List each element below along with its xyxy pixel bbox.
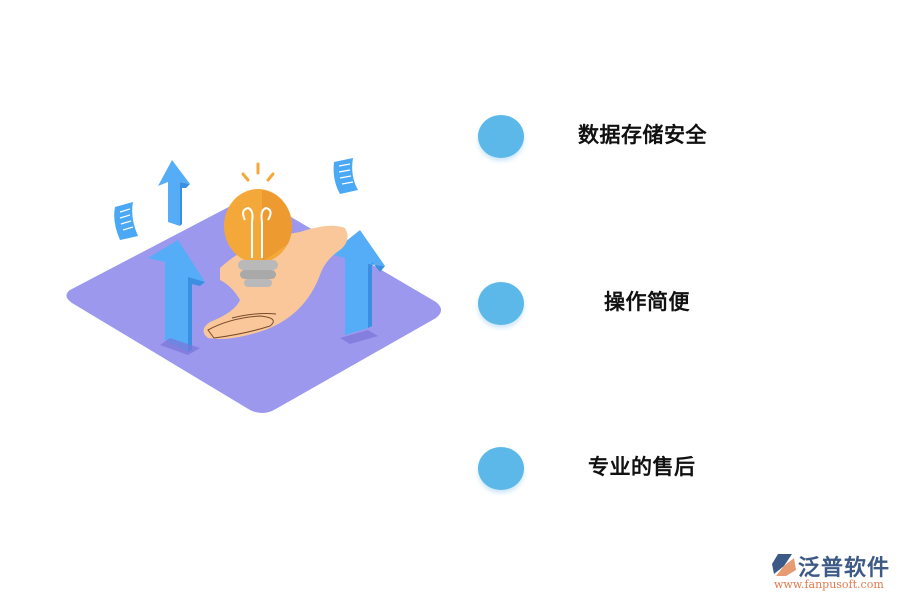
logo-url: www.fanpusoft.com (774, 578, 884, 591)
light-bulb-icon (224, 162, 292, 287)
feature-label: 数据存储安全 (578, 123, 707, 147)
arrow-up-icon-small (158, 160, 190, 226)
bullet-dot (478, 115, 524, 158)
bullet-dot (478, 282, 524, 325)
feature-item-easy-operation: 操作简便 (478, 282, 778, 328)
idea-illustration (66, 158, 441, 413)
feature-label: 操作简便 (604, 290, 690, 314)
arrow-up-icon-right (330, 230, 385, 344)
document-icon-left (114, 202, 138, 240)
arrow-up-icon-left (148, 240, 205, 355)
feature-label: 专业的售后 (588, 455, 696, 479)
fanpu-logo: 泛普软件 www.fanpusoft.com (768, 550, 898, 595)
feature-item-data-security: 数据存储安全 (478, 115, 778, 161)
logo-name: 泛普软件 (798, 556, 891, 581)
fanpu-logo-icon (772, 554, 796, 576)
bullet-dot (478, 447, 524, 490)
feature-item-after-sales: 专业的售后 (478, 447, 778, 493)
document-icon-right (333, 158, 358, 194)
